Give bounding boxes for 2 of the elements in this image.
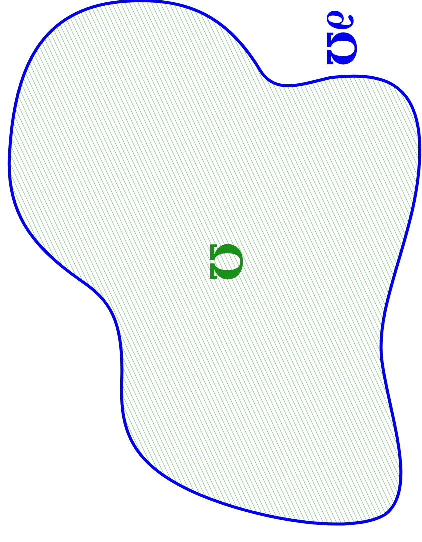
domain-symbol: Ω	[202, 242, 247, 282]
boundary-label: ∂Ω	[320, 10, 360, 66]
